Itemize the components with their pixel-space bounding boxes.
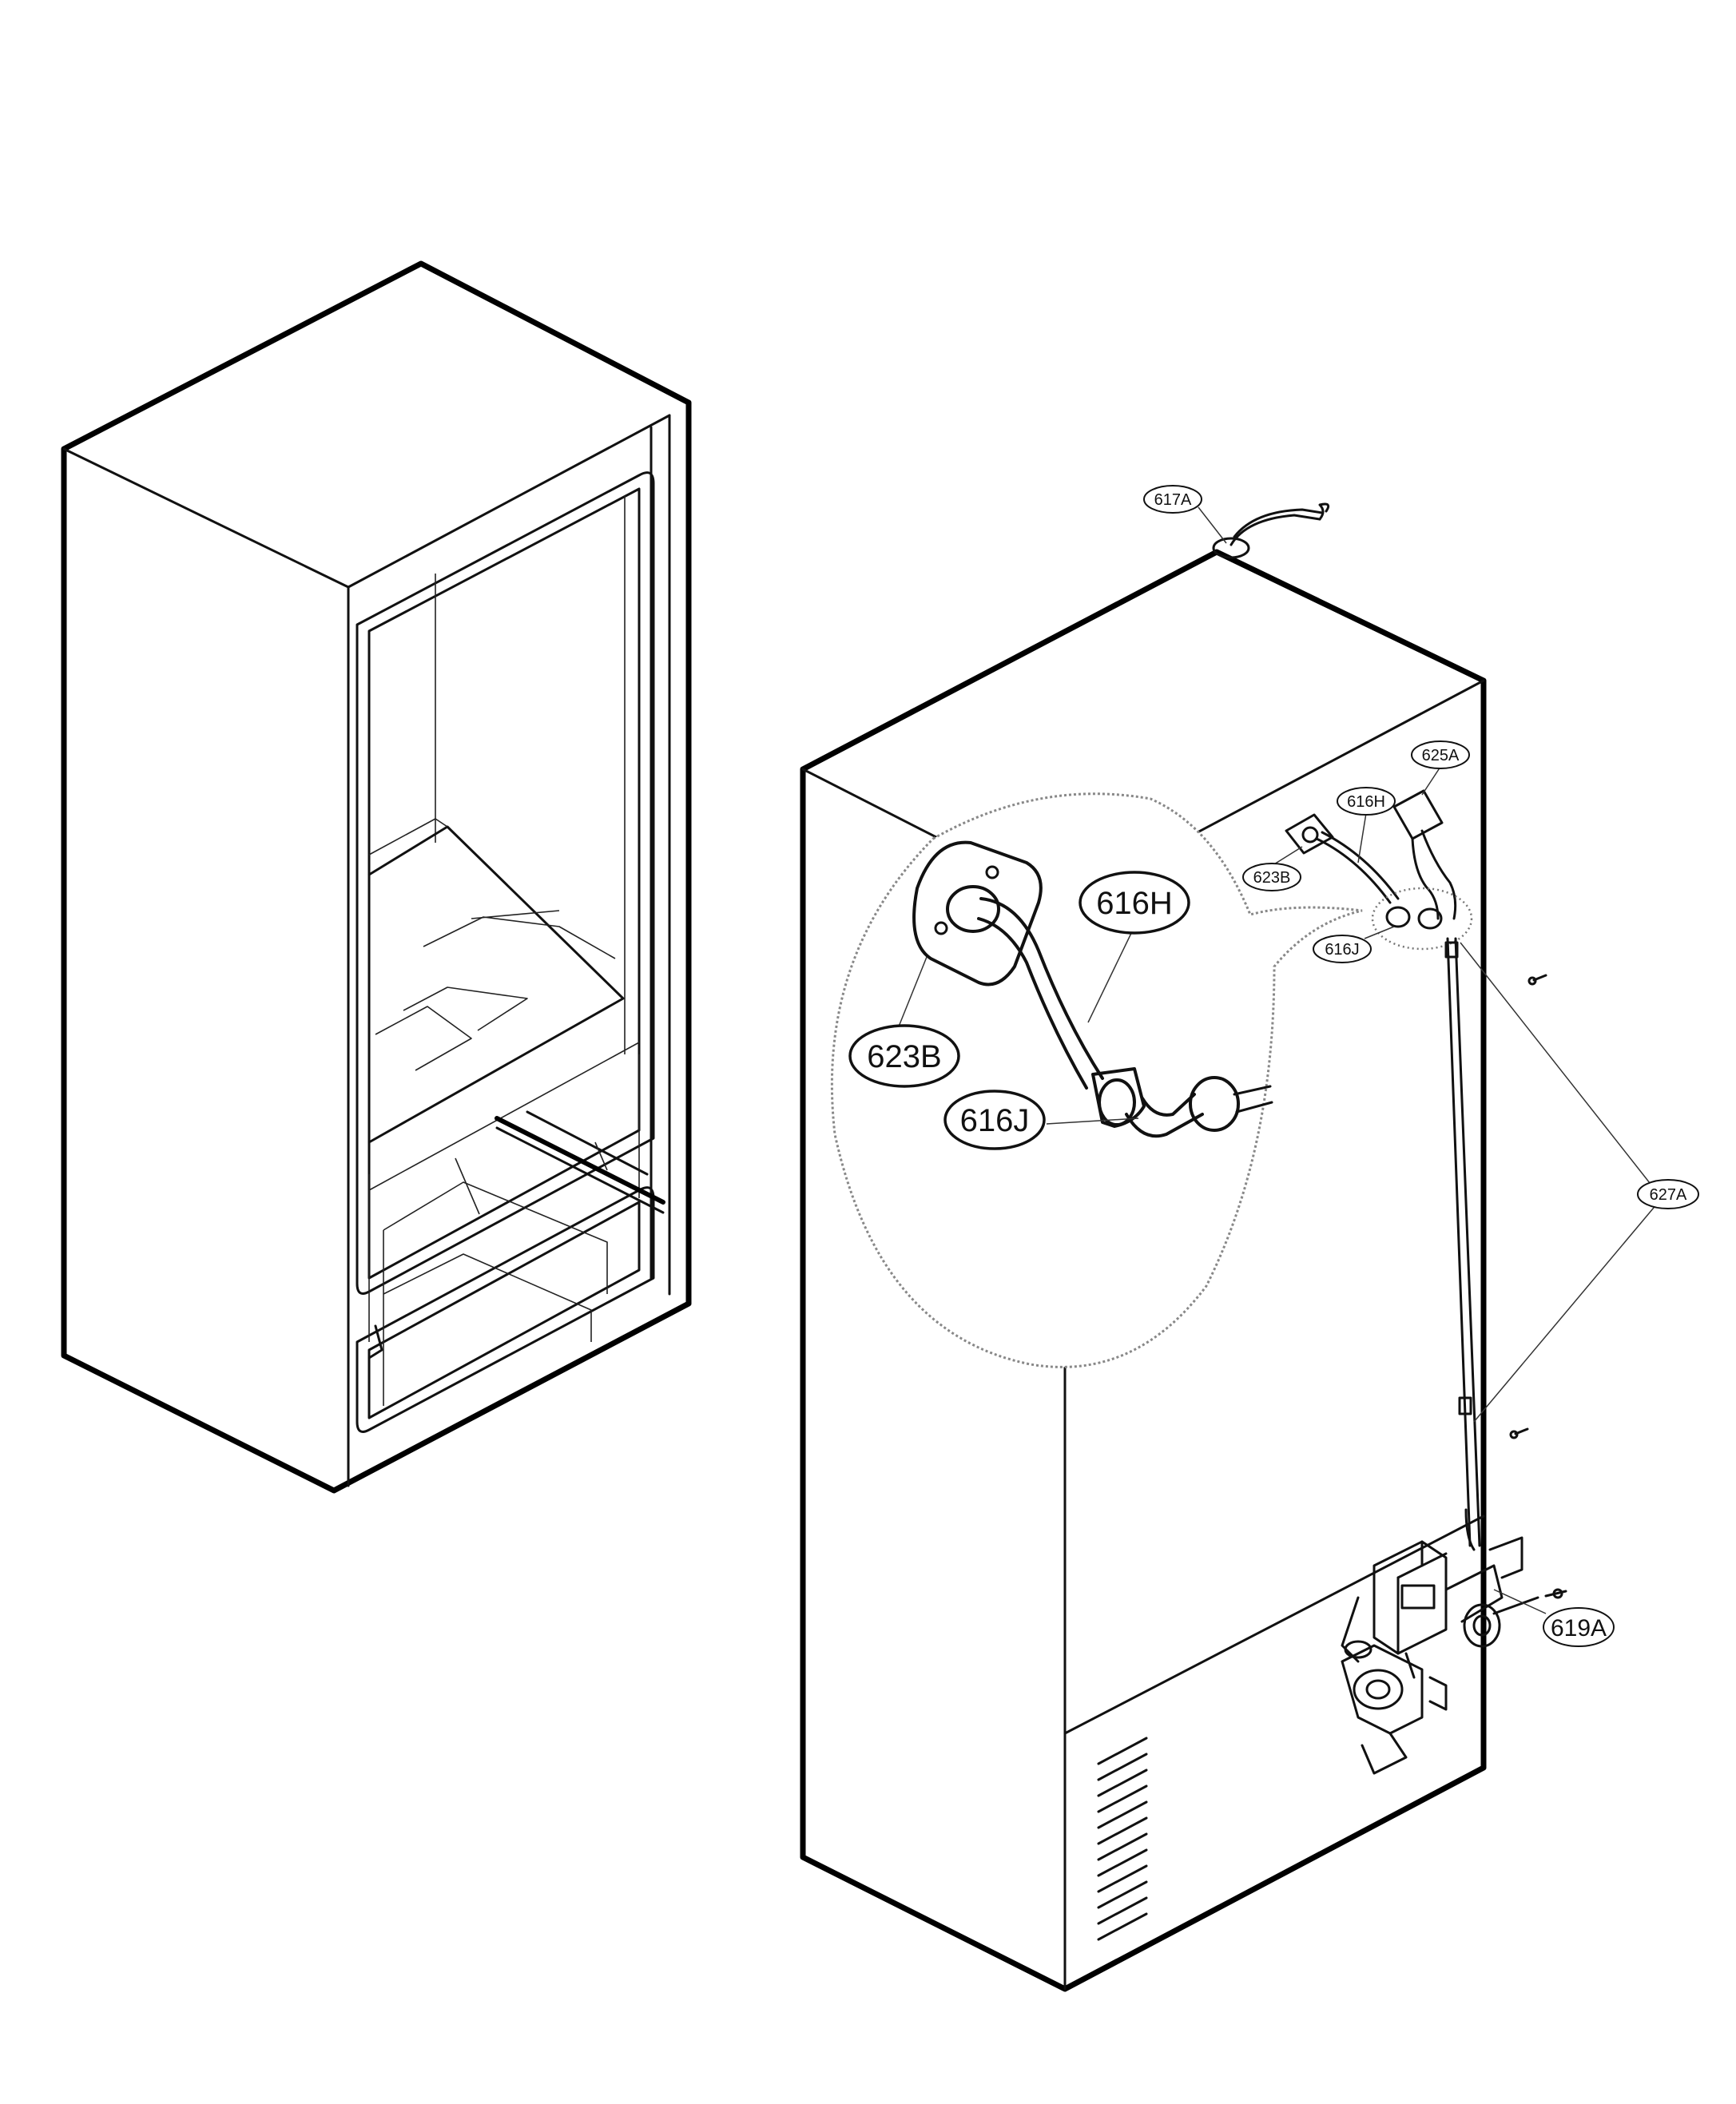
callout-616J-small: 616J [1313, 935, 1372, 963]
svg-text:625A: 625A [1422, 747, 1460, 764]
callout-623B-small: 623B [1242, 863, 1301, 891]
water-valve [1341, 1536, 1567, 1775]
callout-616H-large: 616H [1079, 871, 1190, 935]
svg-text:627A: 627A [1650, 1186, 1687, 1204]
leader-lines [1198, 506, 1663, 1614]
callout-623B-large: 623B [848, 1024, 960, 1088]
callout-616H-small: 616H [1337, 787, 1396, 816]
front-cabinet [61, 260, 692, 1494]
svg-text:623B: 623B [867, 1039, 941, 1074]
svg-text:616J: 616J [1325, 941, 1359, 959]
vent-grille [1097, 1737, 1148, 1941]
svg-text:616J: 616J [960, 1103, 1030, 1138]
svg-text:616H: 616H [1096, 886, 1173, 921]
detail-magnifier [830, 792, 1363, 1368]
callout-625A: 625A [1411, 740, 1470, 769]
callout-616J-large: 616J [943, 1090, 1046, 1150]
water-line-assembly [1285, 789, 1547, 1551]
svg-text:616H: 616H [1347, 793, 1385, 811]
callout-617A: 617A [1143, 485, 1202, 514]
power-cord [1212, 502, 1330, 559]
callout-619A: 619A [1543, 1607, 1615, 1647]
callout-627A: 627A [1637, 1179, 1699, 1209]
svg-text:619A: 619A [1551, 1615, 1607, 1642]
svg-text:623B: 623B [1253, 869, 1291, 887]
svg-text:617A: 617A [1154, 491, 1192, 509]
